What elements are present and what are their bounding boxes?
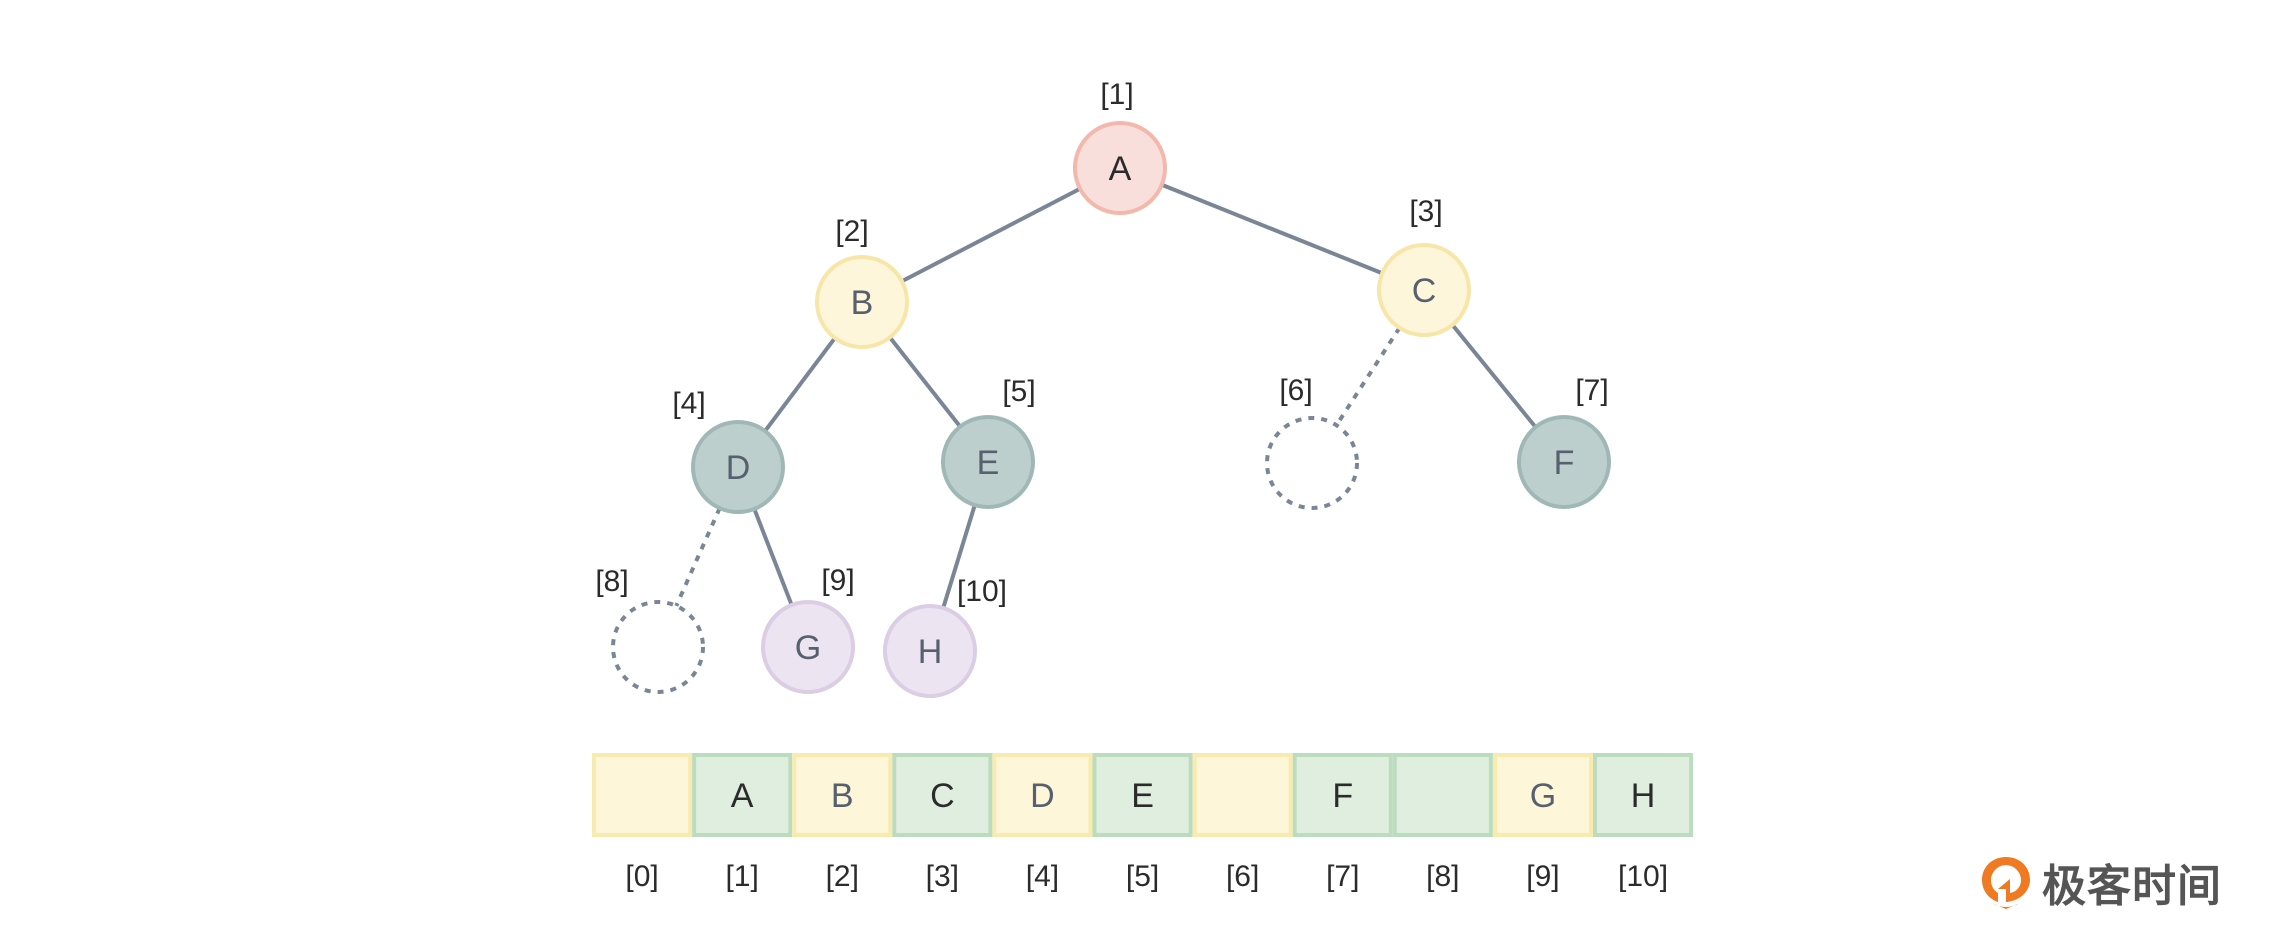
tree-edge-5-10 bbox=[941, 504, 977, 609]
tree-node-circle bbox=[611, 600, 705, 694]
tree-node: D bbox=[691, 420, 785, 514]
tree-index-label: [10] bbox=[957, 575, 1007, 608]
array-index-label: [5] bbox=[1126, 860, 1159, 893]
tree-index-label: [4] bbox=[672, 387, 705, 420]
tree-node-circle bbox=[1377, 243, 1471, 337]
array-index-label: [1] bbox=[725, 860, 758, 893]
tree-index-label: [1] bbox=[1100, 78, 1133, 111]
array-cell: A [1] bbox=[692, 753, 793, 893]
array-cell: B [2] bbox=[792, 753, 893, 893]
array-cell-box bbox=[992, 753, 1093, 837]
array-cell: G [9] bbox=[1492, 753, 1594, 893]
tree-edge-3-7 bbox=[1450, 323, 1538, 429]
tree-edge-1-2 bbox=[901, 186, 1081, 284]
tree-index-label: [5] bbox=[1002, 375, 1035, 408]
tree-index-label: [6] bbox=[1279, 374, 1312, 407]
array-index-label: [0] bbox=[625, 860, 658, 893]
array-cell-value: H bbox=[1631, 777, 1656, 815]
array-cell-box bbox=[592, 753, 693, 837]
array-cell: D [4] bbox=[992, 753, 1093, 893]
tree-node: F bbox=[1517, 415, 1611, 509]
array-cell-value: A bbox=[731, 777, 754, 815]
tree-node-circle bbox=[815, 255, 909, 349]
tree-index-label: [7] bbox=[1575, 374, 1608, 407]
array-cell: [6] bbox=[1192, 753, 1293, 893]
tree-node-value: C bbox=[1412, 272, 1437, 310]
array-cell: [8] bbox=[1392, 753, 1493, 893]
array-cell-box bbox=[1292, 753, 1393, 837]
array-cell-box bbox=[1192, 753, 1293, 837]
tree-node-value: E bbox=[977, 444, 1000, 482]
tree-node-circle bbox=[761, 600, 855, 694]
tree-node-circle bbox=[1073, 121, 1167, 215]
tree-node-circle bbox=[883, 604, 977, 698]
array-cell-box bbox=[1392, 753, 1493, 837]
tree-node-circle bbox=[1265, 416, 1359, 510]
array-cell: F [7] bbox=[1292, 753, 1393, 893]
tree-node: G bbox=[761, 600, 855, 694]
array-cell: C [3] bbox=[892, 753, 993, 893]
array-cell-box bbox=[892, 753, 993, 837]
tree-node-circle bbox=[691, 420, 785, 514]
tree-index-label: [2] bbox=[835, 215, 868, 248]
tree-node-value: A bbox=[1109, 150, 1132, 188]
tree-index-label: [8] bbox=[595, 565, 628, 598]
array-cell-value: G bbox=[1530, 777, 1556, 815]
tree-node: C bbox=[1377, 243, 1471, 337]
tree-node: A bbox=[1073, 121, 1167, 215]
tree-node-value: F bbox=[1554, 444, 1575, 482]
tree-edge-2-4 bbox=[763, 336, 837, 433]
empty-tree-slot bbox=[611, 600, 705, 694]
array-cell: E [5] bbox=[1092, 753, 1193, 893]
tree-node-value: B bbox=[851, 284, 874, 322]
array-representation: [0] A [1] B [2] C [3] D [4] E [5] [6] F [7] [8] G [9] H [1… bbox=[592, 753, 1694, 893]
tree-node-value: H bbox=[918, 633, 943, 671]
array-cell-value: F bbox=[1332, 777, 1353, 815]
array-index-label: [6] bbox=[1226, 860, 1259, 893]
tree-index-labels: [1] [2] [3] [4] [5] [6] [7] [8] [9] [10] bbox=[595, 78, 1608, 608]
tree-node-circle bbox=[941, 415, 1035, 509]
array-cell-box bbox=[1092, 753, 1193, 837]
array-index-label: [7] bbox=[1326, 860, 1359, 893]
tree-index-label: [3] bbox=[1409, 195, 1442, 228]
geektime-logo-text: 极客时间 bbox=[2042, 861, 2222, 912]
array-index-label: [9] bbox=[1526, 860, 1559, 893]
geektime-logo-icon bbox=[1982, 857, 2030, 909]
tree-node-value: G bbox=[795, 629, 821, 667]
array-index-label: [3] bbox=[926, 860, 959, 893]
array-cell: [0] bbox=[592, 753, 693, 893]
array-index-label: [4] bbox=[1026, 860, 1059, 893]
array-cell-value: E bbox=[1131, 777, 1154, 815]
array-cell-box bbox=[692, 753, 793, 837]
tree-edge-4-8 bbox=[674, 507, 722, 607]
tree-node-circle bbox=[1517, 415, 1611, 509]
tree-edge-4-9 bbox=[752, 508, 794, 606]
empty-tree-slot bbox=[1265, 416, 1359, 510]
tree-edge-3-6 bbox=[1334, 326, 1402, 427]
array-cell-value: C bbox=[930, 777, 955, 815]
tree-edge-2-5 bbox=[888, 336, 962, 428]
tree-node: E bbox=[941, 415, 1035, 509]
tree-edges bbox=[674, 182, 1538, 609]
array-cell-box bbox=[1492, 753, 1594, 837]
tree-node: B bbox=[815, 255, 909, 349]
array-index-label: [10] bbox=[1618, 860, 1668, 893]
tree-index-label: [9] bbox=[821, 564, 854, 597]
tree-node-value: D bbox=[726, 449, 751, 487]
array-index-label: [2] bbox=[826, 860, 859, 893]
tree-node: H bbox=[883, 604, 977, 698]
tree-nodes: A B C D E F G H bbox=[611, 121, 1611, 698]
geektime-logo: 极客时间 bbox=[1978, 850, 2222, 914]
array-cell: H [10] bbox=[1593, 753, 1694, 893]
array-cell-value: D bbox=[1030, 777, 1055, 815]
array-index-label: [8] bbox=[1426, 860, 1459, 893]
array-cell-box bbox=[1593, 753, 1694, 837]
array-cell-box bbox=[792, 753, 893, 837]
tree-edge-1-3 bbox=[1161, 182, 1383, 276]
array-cell-value: B bbox=[831, 777, 854, 815]
